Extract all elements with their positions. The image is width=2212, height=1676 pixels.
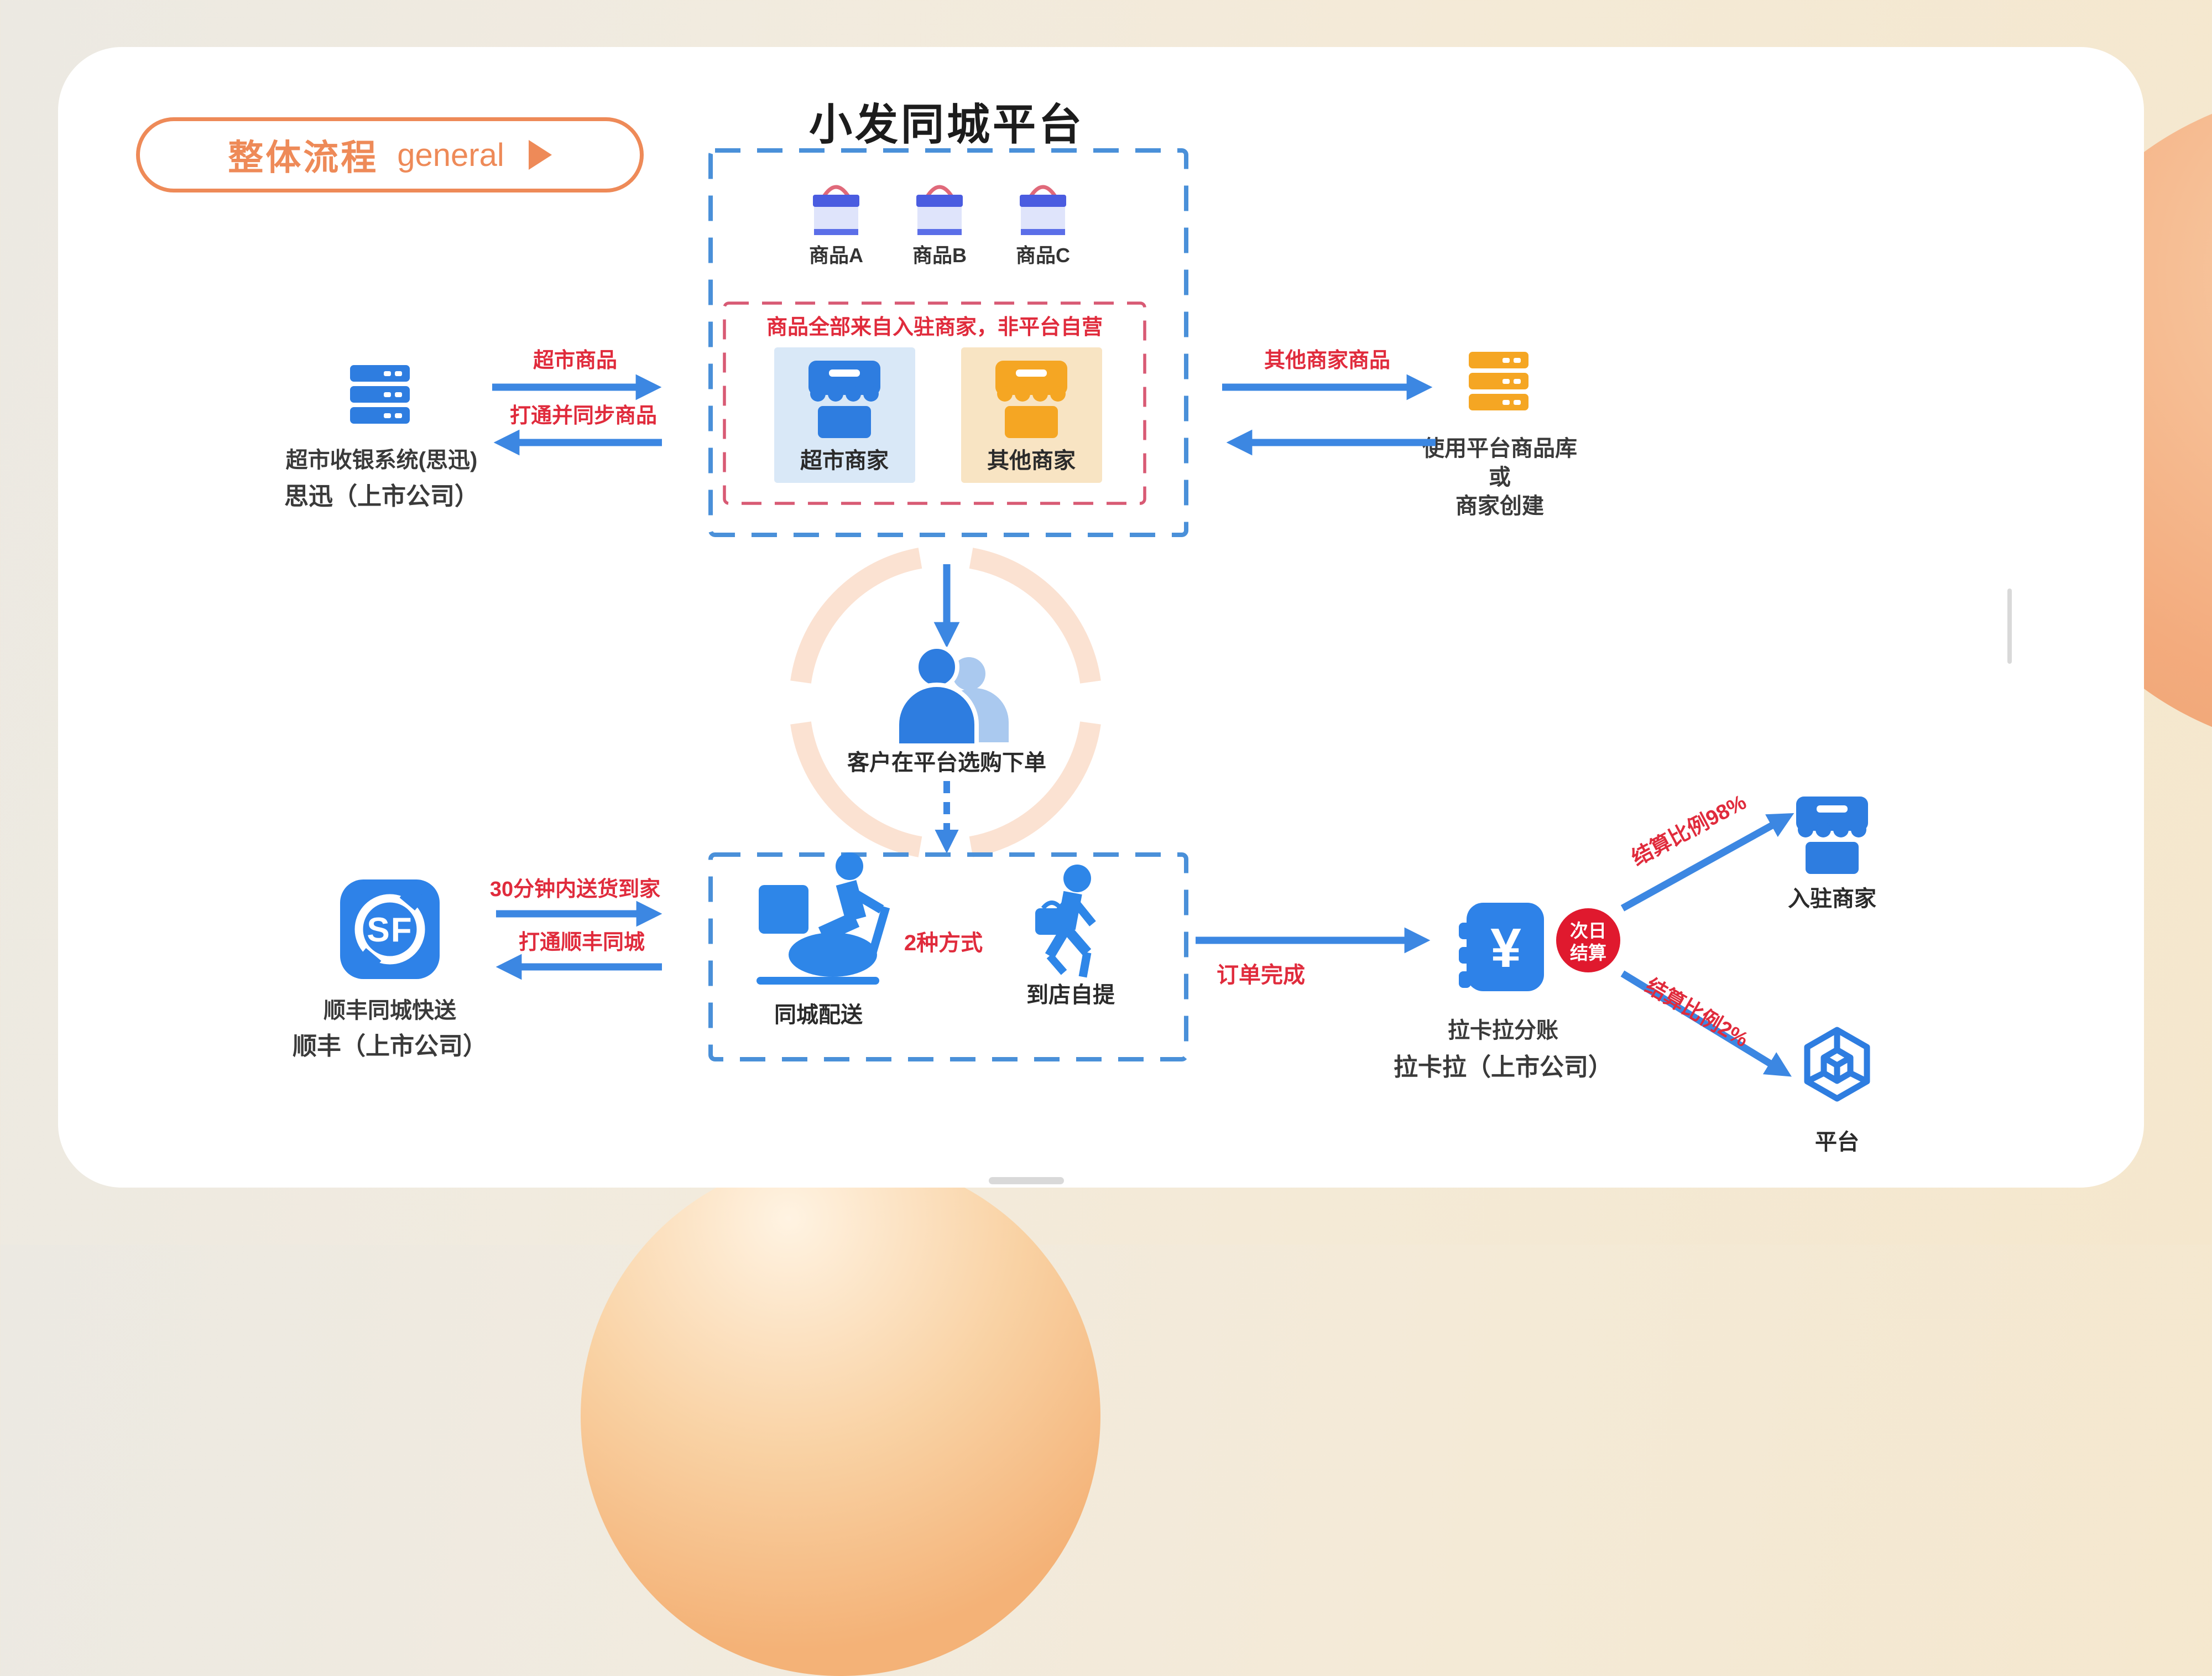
section-tag-en: general [397,137,504,173]
lakala-wallet-icon: ¥ [1459,903,1544,991]
customer-label: 客户在平台选购下单 [847,751,1046,775]
lakala-company-label: 拉卡拉（上市公司） [1394,1054,1613,1081]
sf-express-icon: SF [340,879,440,979]
pickup-method-label: 到店自提 [1026,983,1115,1007]
scrollbar-vertical[interactable] [2007,589,2012,664]
supermarket-store-icon [808,361,880,438]
section-tag-zh: 整体流程 [228,138,379,178]
methods-note: 2种方式 [904,931,983,955]
settled-merchant-icon [1796,797,1868,874]
other-store-icon [995,361,1067,438]
badge-line1: 次日 [1570,920,1606,941]
pos-server-icon [350,365,410,424]
arrow-settle-platform [1620,970,1792,1077]
pickup-person-icon [1035,865,1096,978]
sf-connect-label: 打通顺丰同城 [519,931,645,954]
platform-dashed-box [708,148,1188,537]
supermarket-merchant-label: 超市商家 [800,449,889,473]
merchant-note: 商品全部来自入驻商家，非平台自营 [766,315,1103,339]
sf-company-label: 顺丰（上市公司） [293,1033,487,1060]
slide-card [58,47,2144,1188]
settled-merchant-label: 入驻商家 [1788,887,1876,911]
platform-label: 平台 [1815,1130,1859,1154]
arrow-settle-merchant [1620,813,1794,912]
order-complete-label: 订单完成 [1217,963,1305,987]
flow-diagram: 小发同城平台 商品A 商品B 商品C 商品全部来自入驻商家，非平台自营 [284,100,1876,1154]
other-products-label: 其他商家商品 [1264,349,1390,372]
product-bag-a-icon [813,185,859,235]
sf-logo-text: SF [367,911,413,949]
delivery-rider-icon [757,852,890,985]
badge-line2: 结算 [1570,943,1606,963]
platform-db-line1: 使用平台商品库 [1422,436,1577,461]
delivery-dashed-box [708,852,1188,1061]
platform-db-line3: 商家创建 [1455,494,1544,518]
scrollbar-horizontal[interactable] [989,1177,1064,1184]
lakala-service-label: 拉卡拉分账 [1448,1018,1558,1043]
pos-system-label: 超市收银系统(思迅) [286,448,478,472]
other-merchant-label: 其他商家 [987,449,1076,473]
supermarket-products-label: 超市商品 [533,349,617,372]
settle-platform-label: 结算比例2% [1641,975,1752,1052]
next-day-settle-badge: 次日 结算 [1556,908,1620,972]
product-a-label: 商品A [809,244,863,267]
customer-ring [790,548,1101,857]
product-b-label: 商品B [912,244,967,267]
platform-cube-icon [1804,1027,1870,1102]
product-bag-c-icon [1020,185,1066,235]
platform-db-line2: 或 [1489,465,1511,490]
play-icon [528,140,552,170]
section-tag-pill[interactable]: 整体流程 general [136,117,644,192]
delivery-method-label: 同城配送 [774,1003,863,1027]
product-c-label: 商品C [1016,244,1070,267]
customer-icon [895,644,1009,748]
yen-symbol: ¥ [1490,917,1521,979]
settle-merchant-label: 结算比例98% [1628,790,1750,870]
sf-delivery-label: 30分钟内送货到家 [490,878,660,901]
sync-products-label: 打通并同步商品 [510,404,657,428]
sf-service-label: 顺丰同城快送 [324,998,456,1023]
product-bag-b-icon [916,185,963,235]
page-title: 小发同城平台 [809,100,1084,149]
merchant-note-dashed-box [723,301,1146,505]
pos-company-label: 思迅（上市公司） [284,483,479,510]
platform-db-server-icon [1469,352,1528,410]
